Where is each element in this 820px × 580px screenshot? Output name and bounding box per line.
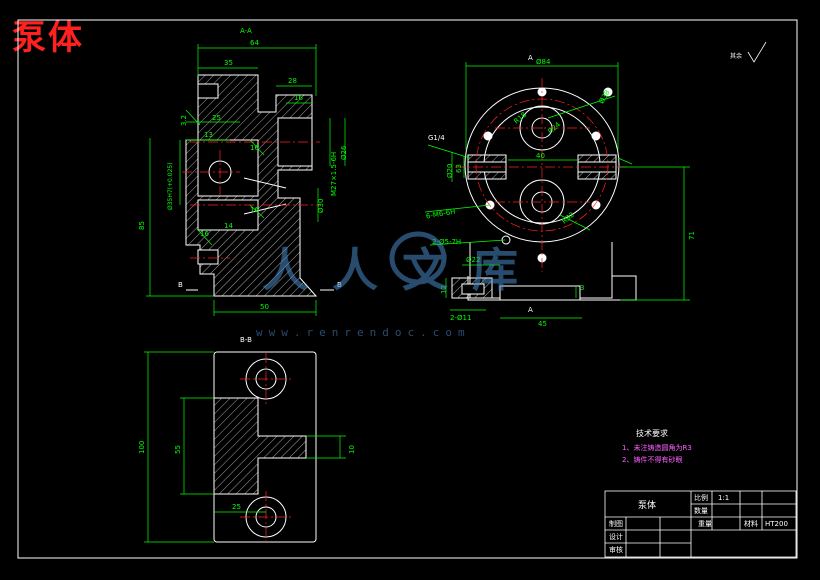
dim-16c: 16 xyxy=(200,230,209,238)
dim-16b: 16 xyxy=(250,206,259,214)
roughness-note: 其余 xyxy=(730,52,742,60)
dim-16: 16 xyxy=(294,94,303,102)
dim-71: 71 xyxy=(688,231,696,240)
dim-25b: 25 xyxy=(232,503,241,511)
title-block xyxy=(604,490,797,558)
dim-r24: R24 xyxy=(546,120,562,135)
view-label-bb: B-B xyxy=(240,336,252,344)
tb-weight-label: 重量 xyxy=(698,520,712,528)
dim-phi26: Ø26 xyxy=(340,145,348,160)
dim-55: 55 xyxy=(174,445,182,454)
dim-64: 64 xyxy=(250,39,259,47)
aa-dim-text: A-A 64 35 28 16 25 13 3.2 M27×1.5-6H Ø26… xyxy=(138,27,348,311)
aa-dimensions xyxy=(146,44,346,316)
dim-3: 3 xyxy=(580,284,584,292)
bb-center-lines xyxy=(240,353,292,543)
watermark-url: www.renrendoc.com xyxy=(256,326,471,339)
front-bolt-2 xyxy=(603,87,613,97)
dim-35: 35 xyxy=(224,59,233,67)
dim-16a: 16 xyxy=(250,144,259,152)
aa-hole-top xyxy=(197,83,219,99)
bb-dimensions xyxy=(144,351,346,543)
front-dimensions xyxy=(424,62,690,319)
tb-scale-value: 1:1 xyxy=(718,494,729,502)
view-label-aa: A-A xyxy=(240,27,252,35)
front-bolt-3 xyxy=(483,131,493,141)
dim-2phi11: 2-Ø11 xyxy=(450,314,471,322)
section-view-bb xyxy=(213,351,317,543)
front-bolt-6 xyxy=(591,200,601,210)
drawing-border xyxy=(17,19,798,559)
dim-phi20: Ø20 xyxy=(446,164,454,178)
tb-part-name: 泵体 xyxy=(638,499,656,511)
aa-hole-bottom xyxy=(197,249,219,265)
watermark-logo-icon xyxy=(389,231,447,285)
dim-13: 13 xyxy=(204,131,213,139)
watermark-brand: 人人文库 xyxy=(262,243,542,297)
tb-qty-label: 数量 xyxy=(694,506,708,515)
dim-45: 45 xyxy=(538,320,547,328)
page-title: 泵体 xyxy=(12,18,84,58)
aa-cut-markers: B B xyxy=(178,281,342,291)
tb-drawn-label: 制图 xyxy=(609,519,623,528)
dim-25: 25 xyxy=(212,114,221,122)
dim-100: 100 xyxy=(138,441,146,454)
front-view-marker-a-top: A xyxy=(528,54,533,62)
tech-line-1: 1、未注铸造圆角为R3 xyxy=(622,443,692,452)
tb-material-label: 材料 xyxy=(744,519,758,528)
dim-85: 85 xyxy=(138,221,146,230)
dim-2phi5: 2-Ø5-7H xyxy=(432,238,461,246)
dim-63: 63 xyxy=(455,164,463,173)
dim-12: 12 xyxy=(440,285,448,294)
dim-phi30: Ø30 xyxy=(317,199,325,213)
tb-material-value: HT200 xyxy=(765,520,788,528)
front-view-marker-a-bottom: A xyxy=(528,306,533,314)
dim-r32: R32 xyxy=(560,211,576,226)
tech-line-2: 2、铸件不得有砂眼 xyxy=(622,455,682,464)
bb-dim-text: B-B 100 55 10 25 xyxy=(138,336,356,511)
roughness-note-group: 其余 xyxy=(730,41,767,63)
section-view-aa xyxy=(185,74,318,297)
dim-14: 14 xyxy=(224,222,233,230)
dim-g14: G1/4 xyxy=(428,134,445,142)
bb-rib-hatch xyxy=(213,397,307,495)
tech-heading: 技术要求 xyxy=(636,428,668,438)
front-bolt-4 xyxy=(591,131,601,141)
dim-3-2: 3.2 xyxy=(180,115,188,126)
roughness-symbol-icon xyxy=(747,41,767,63)
dim-phi84: Ø84 xyxy=(536,58,551,66)
tb-check-label: 审核 xyxy=(609,545,623,554)
watermark: 人人文库 www.renrendoc.com xyxy=(256,231,542,339)
aa-center-lines xyxy=(182,141,320,259)
dim-6m6: 6-M6-6H xyxy=(425,208,456,221)
dim-10: 10 xyxy=(348,445,356,454)
dim-50: 50 xyxy=(260,303,269,311)
cut-label-b-left: B xyxy=(178,281,183,289)
dim-40: 40 xyxy=(536,152,545,160)
tb-scale-label: 比例 xyxy=(694,493,708,502)
cut-label-b-right: B xyxy=(337,281,342,289)
tb-design-label: 设计 xyxy=(609,532,623,541)
dim-m27: M27×1.5-6H xyxy=(330,152,338,196)
dim-phi22: Ø22 xyxy=(466,256,480,264)
tech-requirements: 技术要求 1、未注铸造圆角为R3 2、铸件不得有砂眼 xyxy=(622,428,692,464)
title-block-text: 泵体 比例 1:1 数量 重量 材料 HT200 制图 设计 审核 xyxy=(609,493,788,554)
dim-phi35: Ø35H7(+0.025) xyxy=(167,162,174,210)
front-center-lines xyxy=(455,78,630,272)
dim-28: 28 xyxy=(288,77,297,85)
